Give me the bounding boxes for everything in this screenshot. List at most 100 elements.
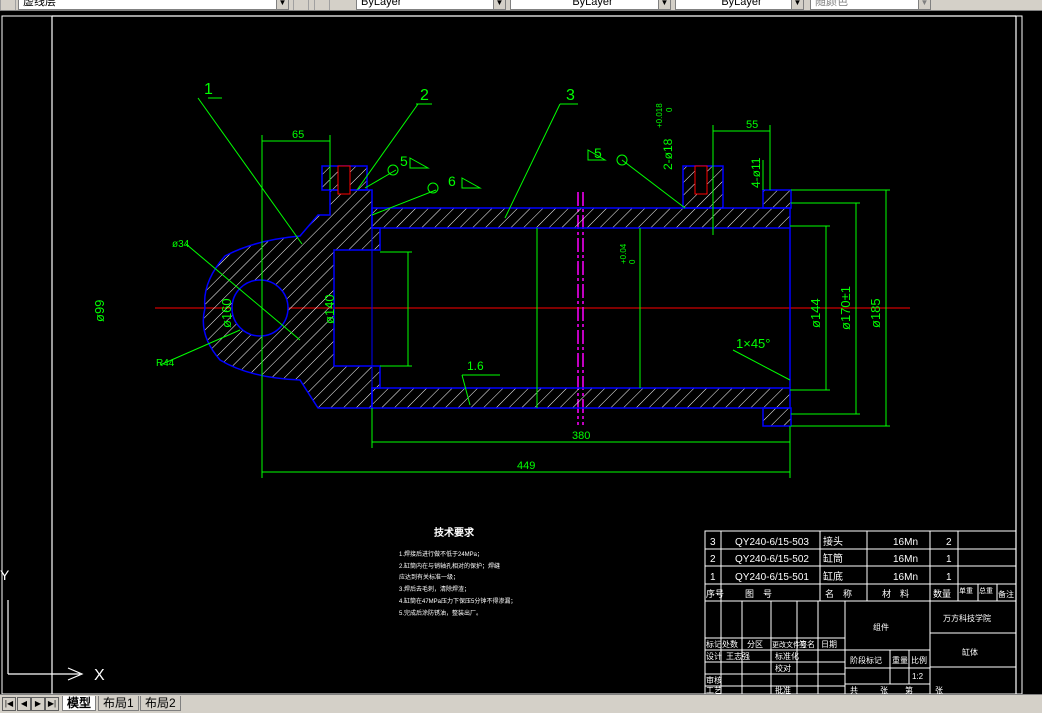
drawing-svg: 1 2 3 65 55 380 449 ø34 R44 ø99 ø160 ø14… — [0, 15, 1023, 695]
dim-65: 65 — [292, 129, 304, 141]
plotstyle-dropdown[interactable]: 随颜色 ▼ — [810, 0, 931, 10]
dim-chamfer: 1×45° — [736, 336, 770, 351]
dim-phi34: ø34 — [172, 239, 190, 250]
layer-name: 虚线层 — [23, 0, 56, 8]
title-stage: 阶段标记 — [850, 655, 882, 665]
chevron-down-icon[interactable]: ▼ — [276, 0, 288, 9]
bom-row-material: 16Mn — [893, 572, 918, 583]
tech-req-item-1: 1.焊接后进行做不低于24MPa； — [399, 550, 483, 558]
title-weight: 重量 — [892, 655, 908, 665]
weld-symbol-5a: 5 — [400, 153, 408, 169]
balloon-2: 2 — [420, 87, 429, 104]
dim-r44: R44 — [156, 358, 175, 369]
dim-phi185: ø185 — [868, 298, 883, 328]
title-check: 校对 — [775, 663, 791, 673]
last-tab-icon[interactable]: ▶| — [45, 697, 59, 711]
tab-model[interactable]: 模型 — [62, 696, 97, 711]
tech-req-title: 技术要求 — [434, 526, 475, 539]
bom-row-name: 接头 — [823, 535, 843, 548]
plotstyle-value: 随颜色 — [815, 0, 848, 8]
bom-row-code: QY240-6/15-501 — [735, 572, 809, 583]
next-tab-icon[interactable]: ▶ — [31, 697, 45, 711]
part-cylinder-bottom — [202, 189, 381, 409]
bom-row-code: QY240-6/15-503 — [735, 537, 809, 548]
prev-tab-icon[interactable]: ◀ — [17, 697, 31, 711]
first-tab-icon[interactable]: |◀ — [2, 697, 16, 711]
tab-layout2[interactable]: 布局2 — [140, 696, 181, 711]
bom-header-name: 名 称 — [825, 588, 852, 599]
bom-header-code: 图 号 — [745, 589, 772, 599]
color-value: ByLayer — [361, 0, 402, 8]
title-standard: 标准化 — [775, 651, 799, 661]
bom-row-qty: 2 — [946, 537, 952, 548]
dim-55: 55 — [746, 119, 758, 131]
tech-req-item-6: 5.完成后涂防锈油，整装出厂。 — [399, 609, 482, 617]
dim-hole18: 2-ø18 — [661, 138, 675, 170]
joint-right-bore — [694, 165, 708, 195]
title-design: 设计 — [706, 651, 722, 661]
layer-dropdown[interactable]: 虚线层 ▼ — [18, 0, 289, 10]
dim-phi99: ø99 — [92, 300, 107, 322]
bom-row-material: 16Mn — [893, 554, 918, 565]
properties-toolbar: 虚线层 ▼ ByLayer ▼ ByLayer ▼ ByLayer ▼ 随颜色 … — [0, 0, 1042, 11]
make-current-layer-icon[interactable] — [293, 0, 309, 10]
lineweight-value: ByLayer — [721, 0, 762, 8]
layer-previous-icon[interactable] — [314, 0, 330, 10]
sheet-border — [1, 15, 1023, 695]
bom-header-unit-weight: 单重 — [959, 586, 973, 595]
flange-top — [762, 189, 792, 209]
bom-row-no: 3 — [710, 537, 716, 548]
title-process: 工艺 — [706, 686, 722, 694]
flange-bottom — [762, 407, 792, 427]
color-dropdown[interactable]: ByLayer ▼ — [356, 0, 506, 10]
bom-row-no: 2 — [710, 554, 716, 565]
title-designer: 王志强 — [726, 651, 750, 661]
tol-18-lower: 0 — [665, 107, 674, 112]
layer-state-icon[interactable] — [0, 0, 16, 10]
title-assembly: 缸体 — [962, 647, 978, 657]
bom-header-total-weight: 总重 — [979, 586, 993, 595]
tech-req-item-2: 2.缸筒内在与销轴孔相对的保护；焊缝 — [399, 562, 500, 570]
dim-hole11: 4-ø11 — [749, 157, 763, 188]
title-row1-zone: 分区 — [747, 640, 763, 649]
title-row1-count: 处数 — [722, 639, 738, 649]
title-scale-value: 1:2 — [912, 672, 924, 681]
technical-requirements: 技术要求 1.焊接后进行做不低于24MPa； 2.缸筒内在与销轴孔相对的保护；焊… — [399, 526, 516, 617]
chevron-down-icon[interactable]: ▼ — [493, 0, 505, 9]
lineweight-dropdown[interactable]: ByLayer ▼ — [675, 0, 804, 10]
title-review: 审核 — [706, 675, 722, 685]
ucs-x-label: X — [94, 667, 105, 684]
tab-layout1[interactable]: 布局1 — [98, 696, 139, 711]
tube-wall-top — [371, 207, 791, 229]
bom-row-name: 缸底 — [823, 570, 843, 583]
dim-449: 449 — [517, 460, 535, 472]
title-scale: 比例 — [911, 655, 927, 665]
title-block-grid — [704, 600, 1017, 695]
drawing-canvas[interactable]: 1 2 3 65 55 380 449 ø34 R44 ø99 ø160 ø14… — [0, 11, 1042, 695]
title-block: 组件 万方科技学院 缸体 标记 处数 分区 更改文件号 签名 日期 设计 王志强… — [706, 613, 991, 695]
linetype-dropdown[interactable]: ByLayer ▼ — [510, 0, 671, 10]
bom-header-note: 备注 — [998, 589, 1014, 599]
linetype-value: ByLayer — [572, 0, 613, 8]
chevron-down-icon[interactable]: ▼ — [918, 0, 930, 9]
title-sheets-total: 共 — [850, 686, 858, 694]
dim-phi140: ø140 — [322, 294, 337, 324]
chevron-down-icon[interactable]: ▼ — [658, 0, 670, 9]
joint-left-bore — [337, 165, 351, 195]
bom-row-qty: 1 — [946, 554, 952, 565]
title-row1-date: 日期 — [821, 640, 837, 649]
bom-header-qty: 数量 — [933, 588, 951, 599]
bom-header-no: 序号 — [706, 588, 724, 599]
weld-symbol-5b: 5 — [594, 145, 602, 161]
dim-phi170: ø170±1 — [838, 286, 853, 330]
pin-hole — [231, 279, 289, 337]
title-company: 万方科技学院 — [943, 613, 991, 623]
title-sheet-no-unit: 张 — [935, 686, 943, 694]
ucs-icon — [7, 600, 84, 681]
chevron-down-icon[interactable]: ▼ — [791, 0, 803, 9]
dim-phi144: ø144 — [808, 298, 823, 328]
title-row1-mark: 标记 — [706, 639, 722, 649]
roughness-value: 1.6 — [467, 359, 484, 373]
tube-wall-bottom — [371, 387, 791, 409]
layout-tabs-bar: |◀ ◀ ▶ ▶| 模型 布局1 布局2 — [0, 694, 1042, 713]
